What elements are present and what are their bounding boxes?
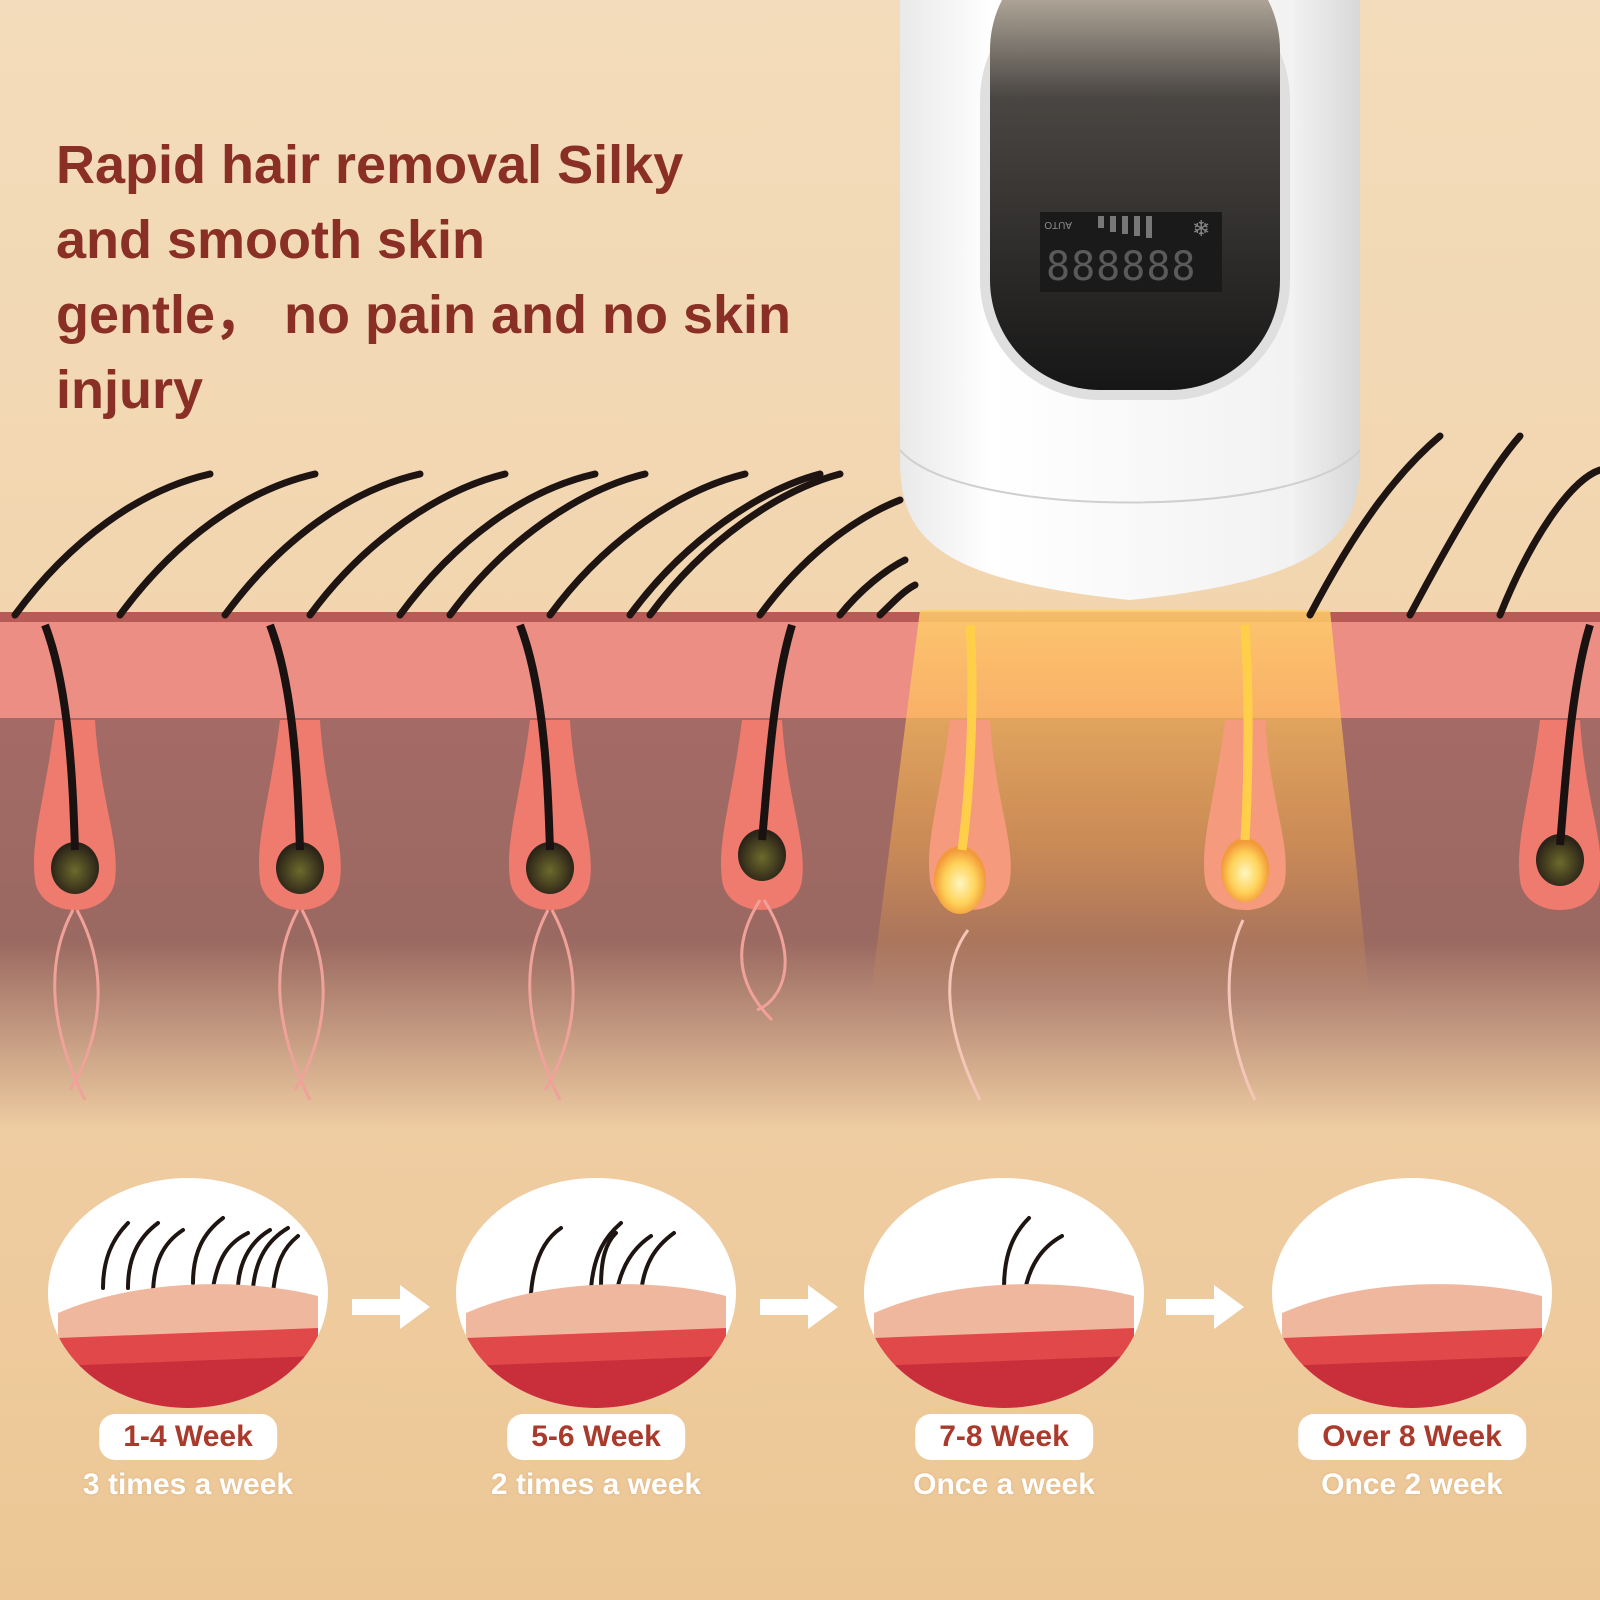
- stage-2-frequency: 2 times a week: [490, 1468, 702, 1501]
- stage-4-frequency: Once 2 week: [1321, 1468, 1503, 1501]
- stage-2-illustration: [456, 1178, 736, 1408]
- headline-line-2: and smooth skin: [56, 210, 486, 270]
- headline-line-1: Rapid hair removal Silky: [56, 135, 684, 195]
- stage-3-frequency: Once a week: [913, 1468, 1095, 1501]
- stage-3-period: 7-8 Week: [915, 1414, 1093, 1460]
- stage-1-period: 1-4 Week: [99, 1414, 277, 1460]
- stage-2: 5-6 Week 2 times a week: [456, 1178, 736, 1501]
- skin-sample-4: [1282, 1284, 1542, 1408]
- headline: Rapid hair removal Silky and smooth skin…: [56, 128, 856, 428]
- stage-1: 1-4 Week 3 times a week: [48, 1178, 328, 1501]
- surface-hairs: [11, 432, 1600, 619]
- mode-label: AUTO: [1044, 219, 1072, 230]
- skin-sample-3: [874, 1216, 1134, 1408]
- stage-2-period: 5-6 Week: [507, 1414, 685, 1460]
- signal-bars-icon: [1098, 216, 1152, 238]
- stage-3: 7-8 Week Once a week: [864, 1178, 1144, 1501]
- arrow-right-icon: [352, 1285, 430, 1329]
- device-lcd-display: AUTO ❄ 888888: [1040, 212, 1222, 292]
- headline-line-3: gentle， no pain and no skin: [56, 285, 792, 345]
- stage-1-illustration: [48, 1178, 328, 1408]
- hair-removal-device: AUTO ❄ 888888: [900, 0, 1360, 600]
- display-digits: 888888: [1046, 244, 1197, 290]
- arrow-right-icon: [760, 1285, 838, 1329]
- treated-follicles: [929, 624, 1286, 1101]
- hair-follicles: [34, 623, 1600, 1101]
- stage-1-frequency: 3 times a week: [82, 1468, 294, 1501]
- skin-sample-2: [466, 1221, 726, 1408]
- snowflake-icon: ❄: [1192, 217, 1210, 242]
- stage-4: Over 8 Week Once 2 week: [1272, 1178, 1552, 1501]
- stage-4-illustration: [1272, 1178, 1552, 1408]
- headline-line-4: injury: [56, 360, 204, 420]
- stage-3-illustration: [864, 1178, 1144, 1408]
- arrow-right-icon: [1166, 1285, 1244, 1329]
- stage-4-period: Over 8 Week: [1298, 1414, 1526, 1460]
- skin-sample-1: [58, 1216, 318, 1408]
